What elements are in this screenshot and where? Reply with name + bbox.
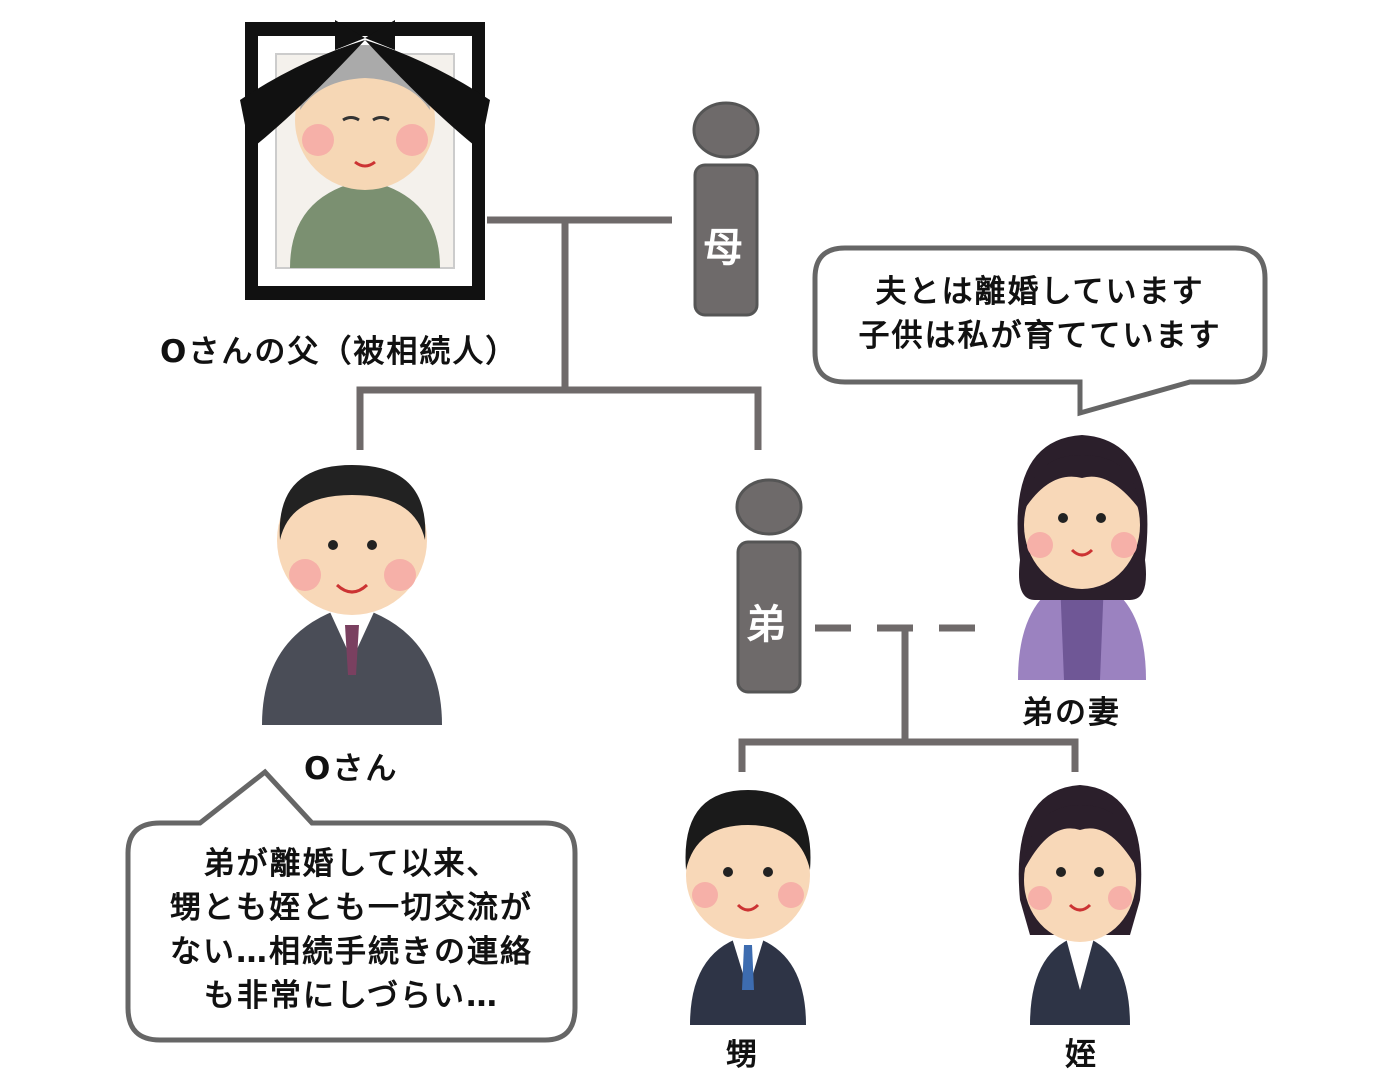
connector-lines <box>356 216 1079 772</box>
wife-speech-text: 夫とは離婚しています 子供は私が育てています <box>815 270 1265 358</box>
brother-label: 弟 <box>746 602 786 648</box>
speech-line: も非常にしづらい… <box>203 978 500 1014</box>
speech-line: 子供は私が育てています <box>858 318 1222 354</box>
o-san-speech-text: 弟が離婚して以来、 甥とも姪とも一切交流が ない…相続手続きの連絡 も非常にしづ… <box>128 842 575 1018</box>
brother-pictogram <box>735 478 803 694</box>
speech-line: ない…相続手続きの連絡 <box>170 934 533 970</box>
speech-line: 弟が離婚して以来、 <box>203 846 500 882</box>
o-san-speech-bubble <box>125 768 578 1043</box>
mother-label: 母 <box>703 225 743 271</box>
father-label: Oさんの父（被相続人） <box>160 334 519 370</box>
father-memorial-portrait <box>240 20 490 300</box>
nephew-illustration <box>685 790 811 1025</box>
niece-illustration <box>1018 785 1142 1025</box>
wife-speech-bubble <box>812 245 1268 417</box>
brother-wife-label: 弟の妻 <box>1022 695 1121 731</box>
mother-pictogram <box>692 101 760 317</box>
o-san-illustration <box>262 465 442 725</box>
speech-line: 甥とも姪とも一切交流が <box>170 890 533 926</box>
speech-line: 夫とは離婚しています <box>875 274 1205 310</box>
brother-wife-illustration <box>1017 435 1148 680</box>
niece-label: 姪 <box>1065 1037 1098 1073</box>
o-san-label: Oさん <box>304 751 399 787</box>
nephew-label: 甥 <box>726 1037 759 1073</box>
